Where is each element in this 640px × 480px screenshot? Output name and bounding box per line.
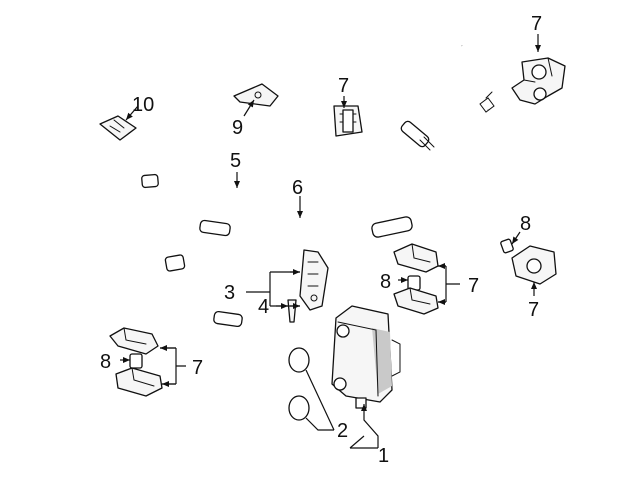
o-rings-2	[288, 347, 310, 421]
small-bracket-9	[233, 83, 279, 107]
callout-8-middle-right: 8	[380, 271, 391, 293]
oil-cooler-1	[331, 305, 401, 409]
retaining-clip-4	[287, 299, 297, 323]
clip-set-right	[500, 238, 557, 285]
small-bracket-10	[99, 115, 137, 141]
hose-line-5	[118, 44, 468, 237]
callout-7-far-right: 7	[528, 299, 539, 321]
callout-7-left: 7	[192, 357, 203, 379]
hose-line-6	[144, 91, 495, 328]
hose-clip-top	[333, 105, 363, 137]
callout-1: 1	[378, 445, 389, 467]
mount-bracket-top-right	[511, 57, 566, 105]
callout-numbers: 1 2 3 4 5 6 7 7 7 7 7 8 8 8 9 10	[100, 13, 542, 467]
callout-leaders	[120, 34, 541, 449]
callout-6: 6	[292, 177, 303, 199]
bracket-plate-3	[299, 249, 329, 311]
callout-10: 10	[132, 94, 154, 116]
callout-5: 5	[230, 150, 241, 172]
clip-set-middle	[393, 243, 439, 315]
callout-3: 3	[224, 282, 235, 304]
callout-8-left: 8	[100, 351, 111, 373]
callout-7-top-middle: 7	[338, 75, 349, 97]
clip-set-left	[109, 327, 163, 397]
callout-7-top-right: 7	[531, 13, 542, 35]
callout-7-middle-right: 7	[468, 275, 479, 297]
callout-4: 4	[258, 296, 269, 318]
callout-9: 9	[232, 117, 243, 139]
callout-2: 2	[337, 420, 348, 442]
callout-8-far-right: 8	[520, 213, 531, 235]
